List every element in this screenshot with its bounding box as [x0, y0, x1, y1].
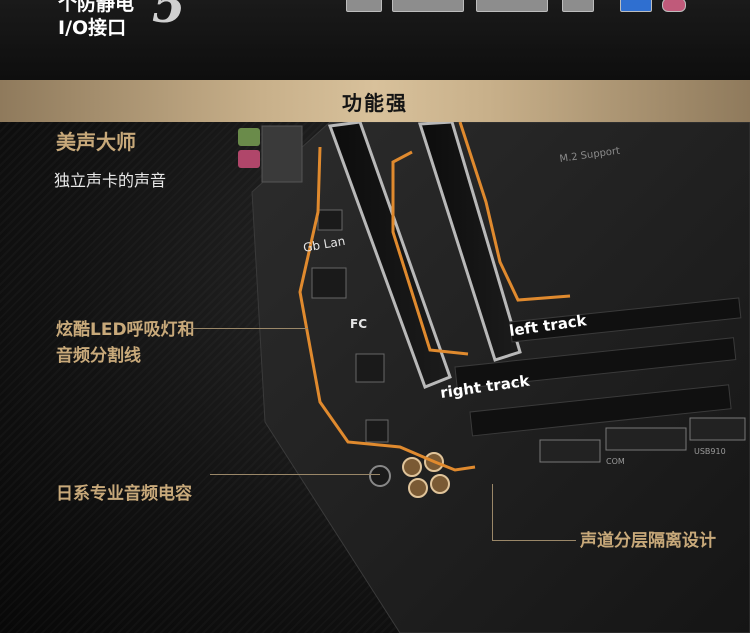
round-jumper	[369, 465, 391, 487]
hdmi-port-icon	[562, 0, 594, 12]
ps2-port	[346, 0, 382, 12]
top-banner: 个防静电 I/O接口 5	[0, 0, 750, 80]
dvi-port-icon	[476, 0, 548, 12]
feature-audio-master-subtitle: 独立声卡的声音	[54, 171, 167, 190]
io-heading-line1: 个防静电	[58, 0, 135, 15]
isolation-leader-vertical	[492, 484, 493, 540]
feature-capacitor: 日系专业音频电容	[56, 484, 192, 504]
slot-long-2	[454, 337, 737, 390]
feature-channel-isolation: 声道分层隔离设计	[580, 531, 716, 551]
io-heading-line2: I/O接口	[58, 17, 127, 39]
usb-port-icon	[620, 0, 652, 12]
motherboard-illustration: Gb Lan FC left track right track M.2 Sup…	[238, 122, 750, 633]
feature-led-line2: 音频分割线	[56, 346, 141, 366]
header-pins-2	[605, 427, 687, 451]
pcie-slot-2	[417, 122, 522, 362]
audio-jacks	[238, 125, 303, 183]
isolation-leader-horizontal	[492, 540, 576, 541]
audio-capacitors	[402, 452, 450, 498]
led-leader-line	[188, 328, 308, 329]
header-pins-1	[539, 439, 601, 463]
header-pins-3	[689, 417, 746, 441]
io-heading: 个防静电 I/O接口	[58, 0, 134, 40]
silk-usb: USB910	[694, 447, 726, 456]
silk-com: COM	[606, 457, 625, 466]
led-trace-audio-divider	[298, 146, 476, 472]
audio-port-icon	[662, 0, 686, 12]
small-chip	[365, 419, 389, 443]
led-trace-left	[458, 122, 571, 302]
lan-chip	[311, 267, 347, 299]
feature-audio-master-title: 美声大师	[56, 130, 136, 154]
slot-long-3	[509, 297, 742, 343]
vga-port-icon	[392, 0, 464, 12]
capacitor-leader-line	[210, 474, 380, 475]
big-number: 5	[152, 0, 186, 34]
section-title: 功能强	[342, 90, 408, 115]
audio-codec-chip	[355, 353, 385, 383]
silk-fc: FC	[350, 317, 367, 331]
bios-chip	[317, 209, 343, 231]
feature-led-line1: 炫酷LED呼吸灯和	[56, 320, 195, 340]
led-trace-right	[391, 150, 469, 356]
section-header-band: 功能强	[0, 80, 750, 122]
slot-long-1	[469, 384, 732, 437]
motherboard-feature-area: Gb Lan FC left track right track M.2 Sup…	[0, 122, 750, 633]
